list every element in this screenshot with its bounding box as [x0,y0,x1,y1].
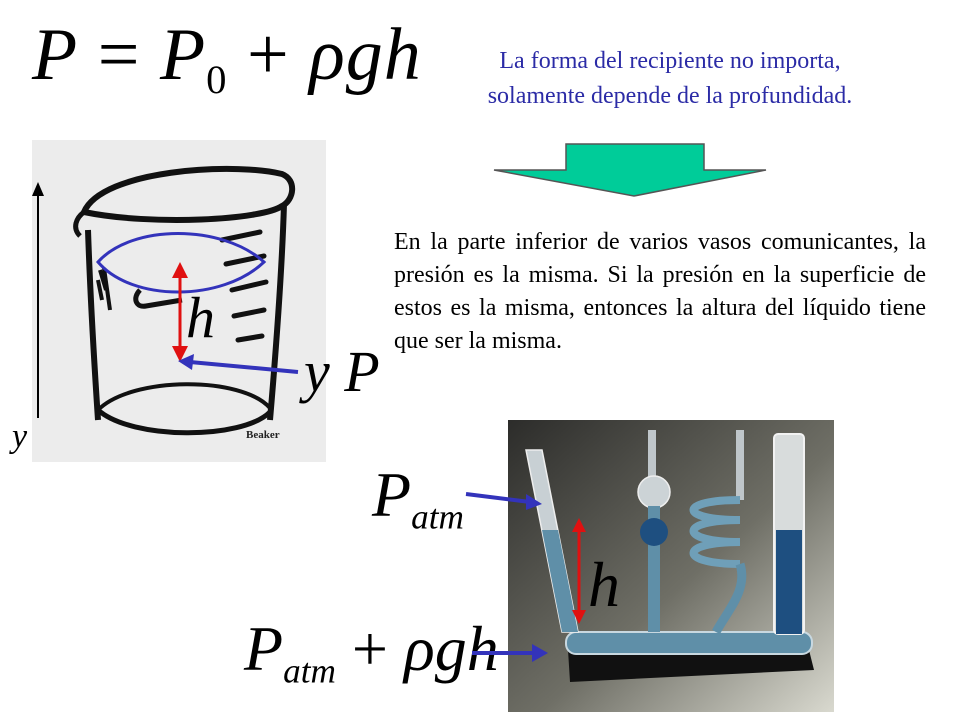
patm-rgh-label: Patm + ρgh [244,612,499,691]
formula-p0: P [159,14,207,96]
patm-arrow [465,492,542,510]
formula-p0-sub: 0 [206,57,228,103]
patm-rgh-arrow [472,644,548,662]
patm-rgh-term: ρgh [403,613,499,684]
shape-note: La forma del recipiente no importa, sola… [410,44,930,114]
note-line-2: solamente depende de la profundidad. [487,83,853,109]
tubes-h-label: h [588,549,620,620]
main-formula: P = P0 + ρgh [32,18,422,101]
beaker-yp-label: y P [304,339,380,404]
patm-sub: atm [411,497,464,537]
beaker-drawing: Beaker [32,140,326,462]
formula-rgh: ρgh [309,14,422,96]
patm-p: P [372,459,412,530]
beaker-h-label: h [186,285,215,350]
formula-equals: = [78,14,160,96]
tubes-height-arrow [572,518,586,624]
patm-rgh-p: P [244,613,284,684]
beaker-image: Beaker [32,140,326,462]
communicating-vessels-image [508,420,834,712]
patm-label: Patm [372,458,464,537]
pressure-point-arrow [178,354,299,374]
down-arrow-icon [493,143,767,197]
communicating-vessels-drawing [508,420,834,712]
patm-rgh-sub: atm [283,651,336,691]
patm-rgh-plus: + [335,613,404,684]
y-axis-label: y [12,418,28,455]
formula-plus: + [227,14,310,96]
explanation-paragraph: En la parte inferior de varios vasos com… [394,229,926,354]
formula-lhs: P [32,14,79,96]
note-line-1: La forma del recipiente no importa, [499,48,841,74]
beaker-brand-text: Beaker [246,429,280,441]
y-axis-arrow [32,182,44,418]
